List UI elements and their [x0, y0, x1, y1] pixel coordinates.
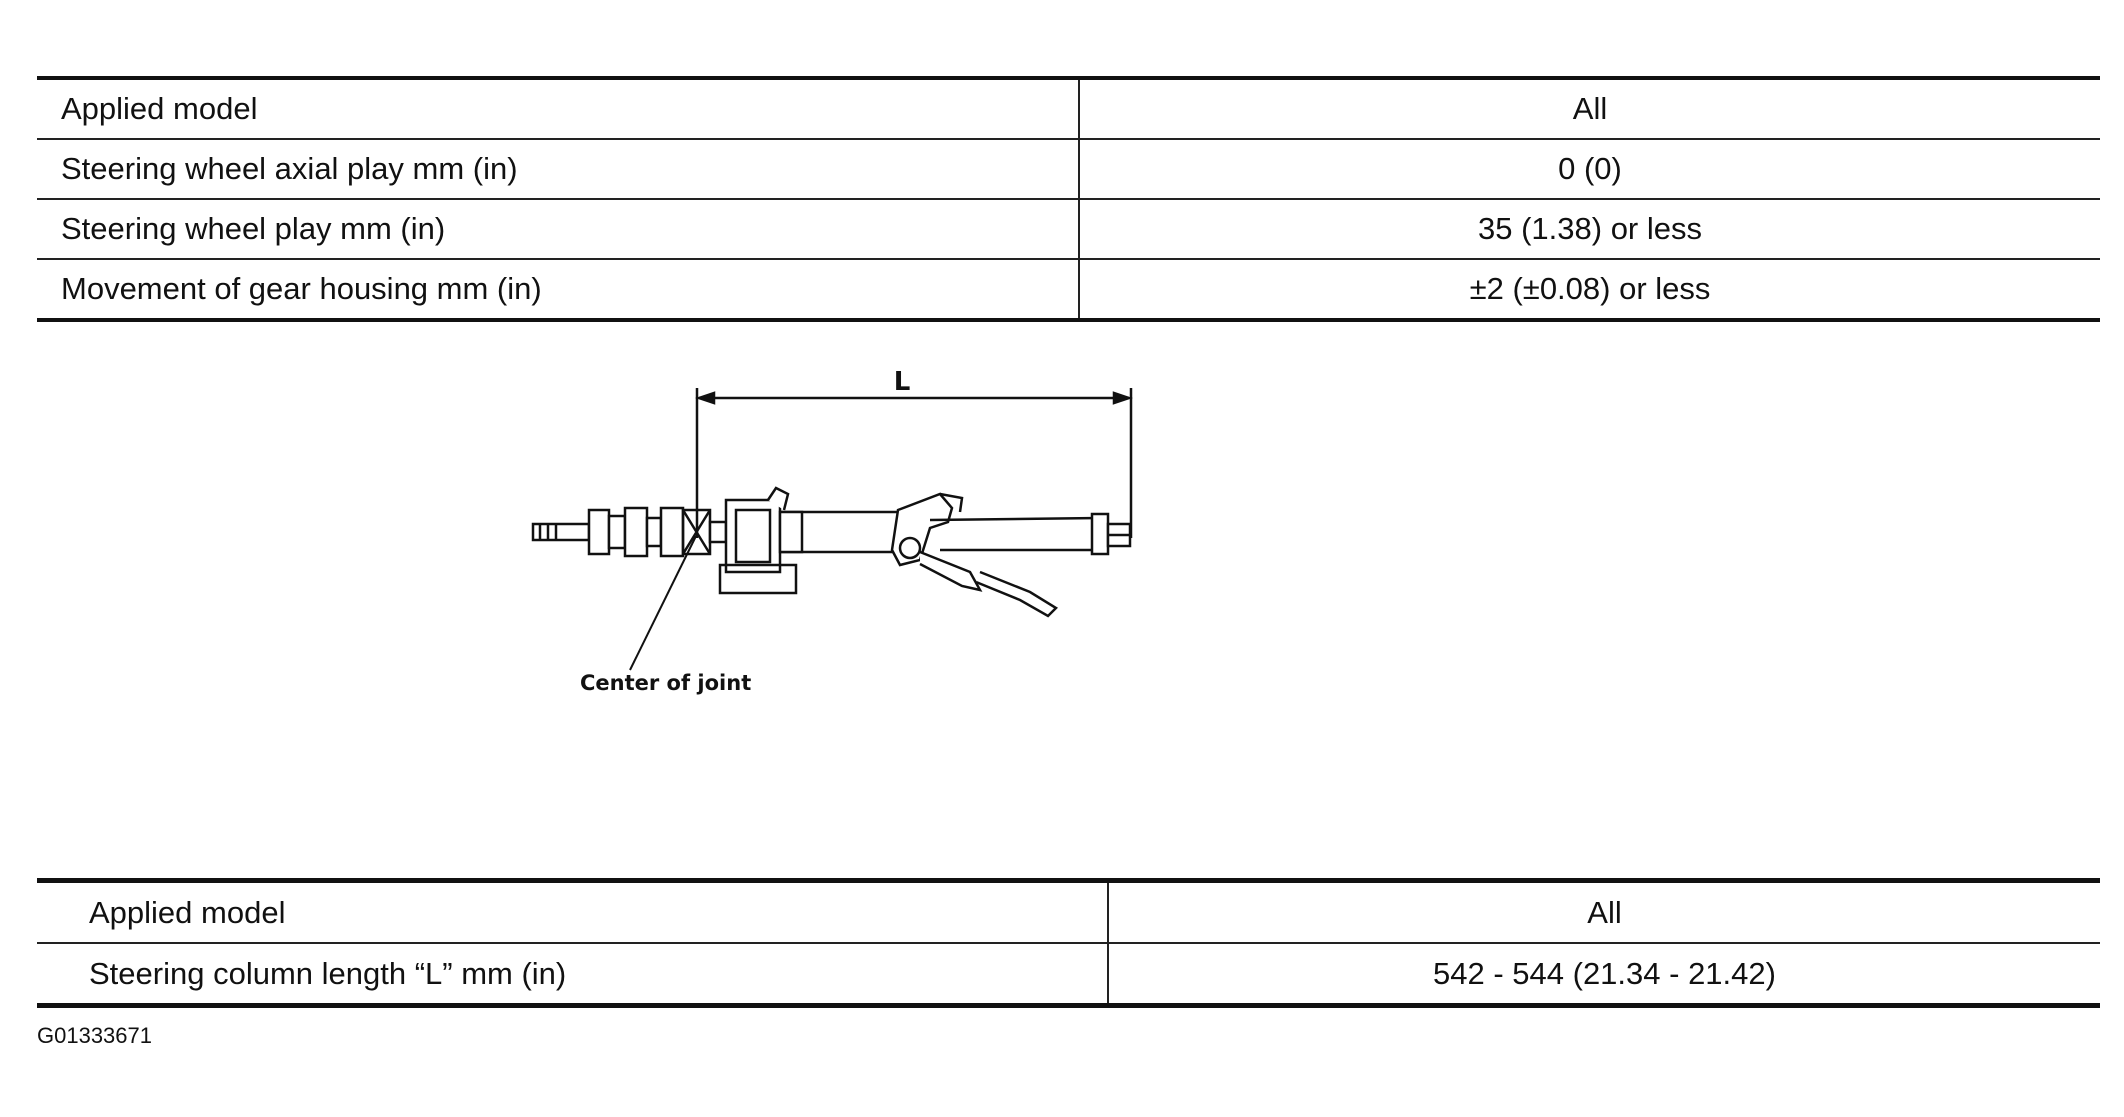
row-value: ±2 (±0.08) or less: [1078, 259, 2100, 322]
steering-column: [531, 486, 1132, 618]
table-row: Movement of gear housing mm (in) ±2 (±0.…: [37, 259, 2100, 322]
callout-leader: [629, 535, 697, 671]
table-row: Applied model All: [37, 880, 2100, 944]
table-row: Steering wheel axial play mm (in) 0 (0): [37, 139, 2100, 200]
steering-column-diagram: L: [531, 367, 1133, 695]
spec-table-2: Applied model All Steering column length…: [37, 878, 2100, 1008]
row-value: 0 (0): [1078, 139, 2100, 200]
dimension-label: L: [894, 367, 911, 397]
row-label: Applied model: [37, 78, 1079, 140]
row-value: All: [1078, 78, 2100, 140]
table-row: Applied model All: [37, 78, 2100, 140]
row-value: 35 (1.38) or less: [1078, 199, 2100, 260]
dimension-line: [695, 388, 1133, 538]
row-label: Steering wheel play mm (in): [37, 199, 1079, 260]
row-label: Steering wheel axial play mm (in): [37, 139, 1079, 200]
row-value: 542 - 544 (21.34 - 21.42): [1107, 943, 2100, 1008]
row-label: Movement of gear housing mm (in): [37, 259, 1079, 322]
table-row: Steering wheel play mm (in) 35 (1.38) or…: [37, 199, 2100, 260]
row-label: Applied model: [37, 880, 1108, 944]
figure-id: G01333671: [37, 1023, 152, 1048]
table-row: Steering column length “L” mm (in) 542 -…: [37, 943, 2100, 1008]
row-value: All: [1107, 880, 2100, 944]
callout-label: Center of joint: [580, 671, 751, 695]
spec-table-1: Applied model All Steering wheel axial p…: [37, 76, 2100, 322]
row-label: Steering column length “L” mm (in): [37, 943, 1108, 1008]
